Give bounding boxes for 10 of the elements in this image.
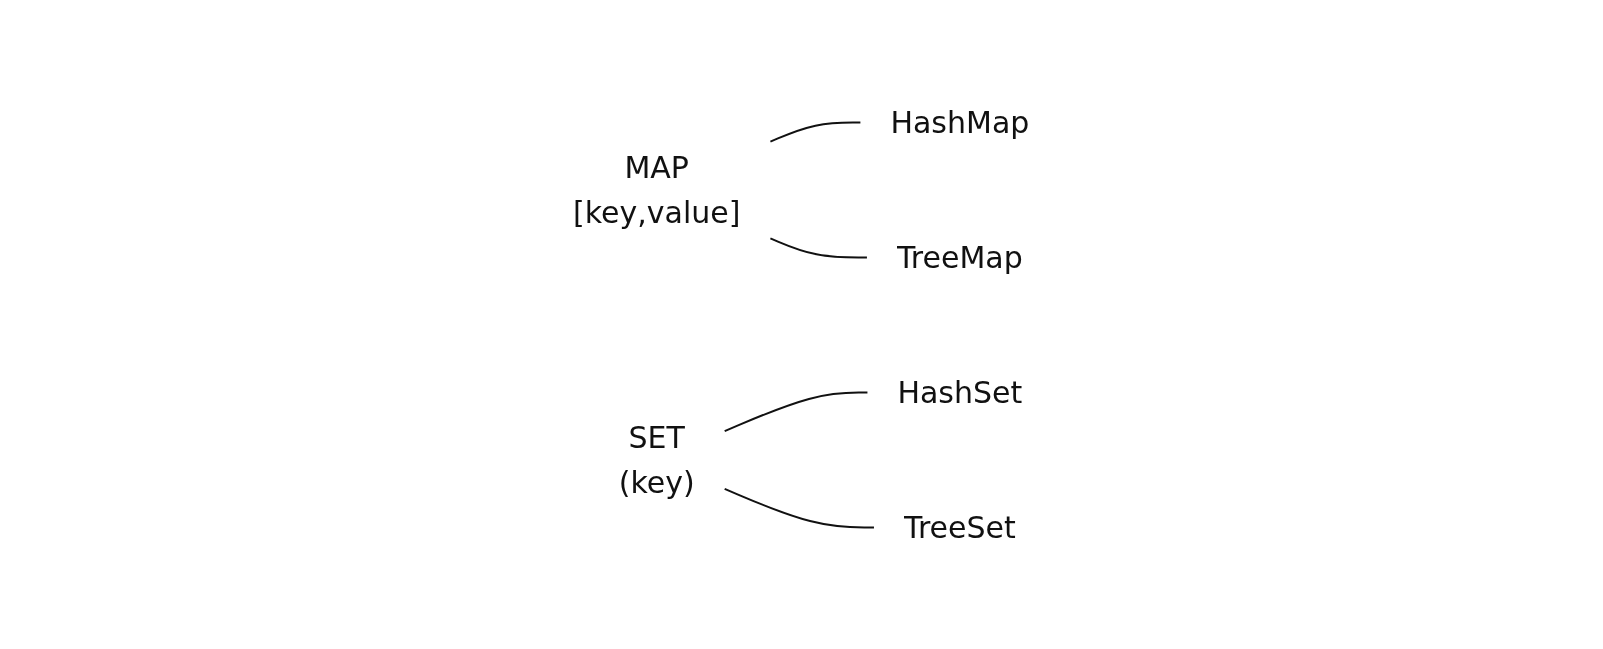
node-text: MAP [key,value] bbox=[573, 149, 741, 230]
node-text: TreeMap bbox=[897, 239, 1024, 275]
node-text: HashMap bbox=[890, 104, 1030, 140]
node-text: SET (key) bbox=[619, 419, 696, 500]
connector bbox=[724, 487, 876, 528]
node-text: HashSet bbox=[897, 374, 1023, 410]
node-text: TreeSet bbox=[904, 509, 1017, 545]
connector bbox=[769, 121, 862, 143]
connector bbox=[769, 236, 869, 258]
connector bbox=[724, 391, 869, 432]
